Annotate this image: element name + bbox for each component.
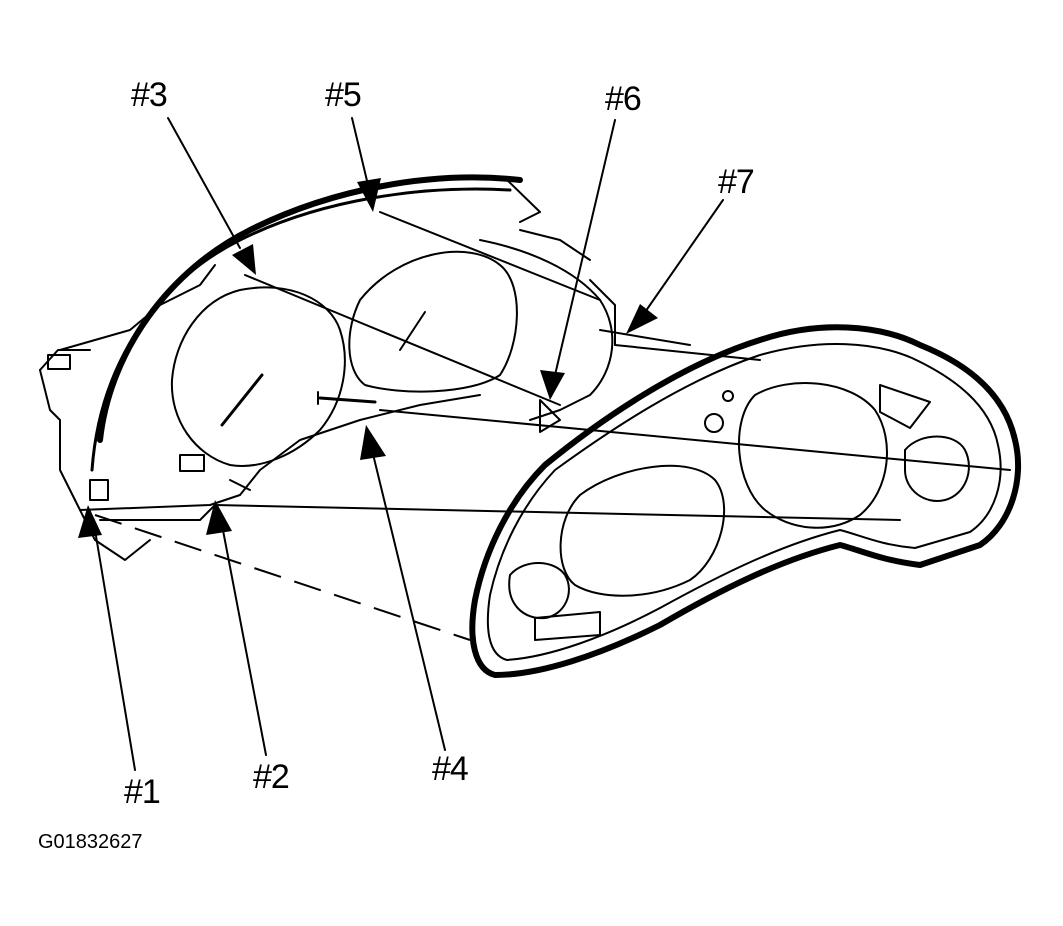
callout-4: #4: [432, 750, 469, 788]
callout-6: #6: [605, 80, 642, 118]
callout-3: #3: [131, 76, 168, 114]
callout-leaders: [78, 117, 724, 771]
figure-id: G01832627: [38, 831, 143, 853]
alignment-lines: [94, 211, 1011, 641]
cluster-housing: [39, 174, 616, 561]
callout-2: #2: [253, 758, 290, 796]
callout-1: #1: [124, 773, 161, 811]
cluster-bezel: [469, 324, 1021, 678]
callout-7: #7: [718, 163, 755, 201]
callout-5: #5: [325, 76, 362, 114]
